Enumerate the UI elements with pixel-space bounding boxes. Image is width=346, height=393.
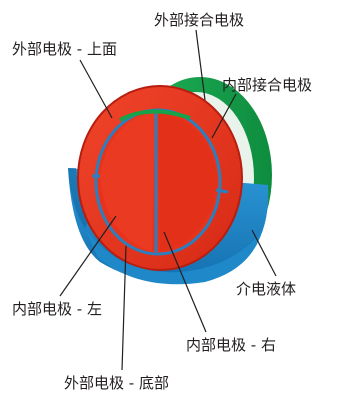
inner-electrode-right: [158, 112, 218, 252]
label-inner-electrode-left: 内部电极 - 左: [12, 300, 102, 318]
label-inner-contact-electrode: 内部接合电极: [222, 76, 312, 94]
label-outer-electrode-bottom: 外部电极 - 底部: [64, 374, 169, 392]
label-dielectric-liquid: 介电液体: [236, 280, 296, 298]
inner-electrode-left: [100, 112, 155, 252]
label-outer-electrode-top: 外部电极 - 上面: [12, 40, 117, 58]
label-outer-contact-electrode: 外部接合电极: [154, 11, 244, 29]
outer-electrode-bottom: [86, 230, 262, 285]
leader-lines: [59, 29, 277, 371]
label-inner-electrode-right: 内部电极 - 右: [186, 336, 276, 354]
inner-electrodes: [92, 108, 229, 256]
